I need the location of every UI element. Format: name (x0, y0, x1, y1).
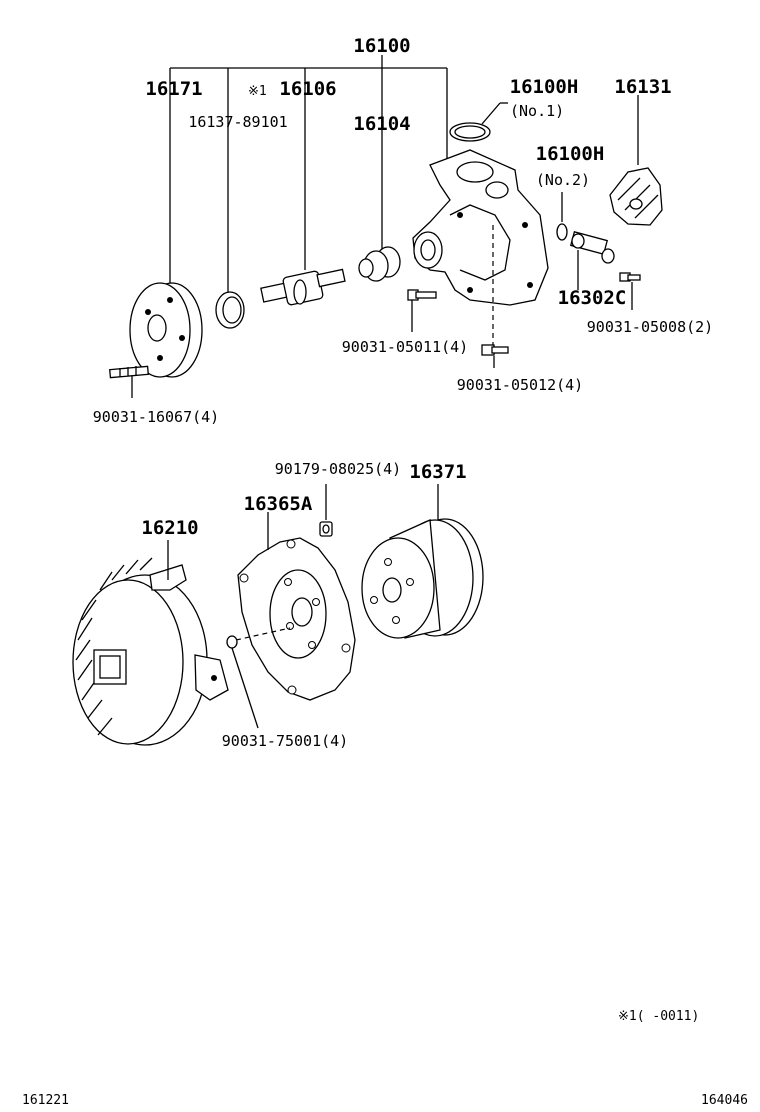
seal-16104 (358, 246, 401, 282)
label-no2: (No.2) (536, 171, 590, 189)
label-05012: 90031-05012(4) (457, 376, 583, 394)
pump-body-16100 (412, 149, 549, 306)
label-16171: 16171 (145, 78, 202, 100)
note-mark: ※1 (248, 84, 267, 99)
snap-ring-16137 (215, 291, 245, 329)
label-16137: 16137-89101 (188, 113, 287, 131)
gasket-16100h-no2 (556, 192, 568, 241)
label-16131: 16131 (614, 76, 671, 98)
bolt-05008 (619, 272, 641, 310)
label-08025: 90179-08025(4) (275, 460, 401, 478)
label-16100: 16100 (353, 35, 410, 57)
gasket-16365a (237, 512, 356, 701)
bolt-05012 (481, 225, 509, 368)
bearing-shaft-16106 (260, 268, 346, 306)
nut-08025 (319, 484, 333, 537)
impeller-16131 (609, 95, 663, 226)
gasket-16100h-no1 (449, 102, 508, 142)
label-16365a: 16365A (244, 493, 313, 515)
bolt-05011 (407, 289, 437, 332)
label-16100h-1: 16100H (510, 76, 579, 98)
label-16104: 16104 (353, 113, 410, 135)
label-16210: 16210 (141, 517, 198, 539)
label-16067: 90031-16067(4) (93, 408, 219, 426)
label-16302c: 16302C (558, 287, 627, 309)
pulley-16371 (361, 484, 484, 639)
label-no1: (No.1) (510, 102, 564, 120)
water-inlet-pipe-16302c (569, 231, 615, 290)
stud-bolt-16067 (109, 365, 149, 398)
label-05008: 90031-05008(2) (587, 318, 713, 336)
bolt-75001 (226, 627, 291, 729)
footnote: ※1( -0011) (618, 1009, 699, 1024)
code-left: 161221 (22, 1093, 69, 1108)
label-16106: 16106 (279, 78, 336, 100)
flange-16171 (129, 282, 203, 378)
code-right: 164046 (701, 1093, 748, 1108)
label-16100h-2: 16100H (536, 143, 605, 165)
label-75001: 90031-75001(4) (222, 732, 348, 750)
assembly-bracket (169, 55, 448, 300)
fluid-coupling-16210 (72, 540, 229, 746)
label-05011: 90031-05011(4) (342, 338, 468, 356)
label-16371: 16371 (409, 461, 466, 483)
